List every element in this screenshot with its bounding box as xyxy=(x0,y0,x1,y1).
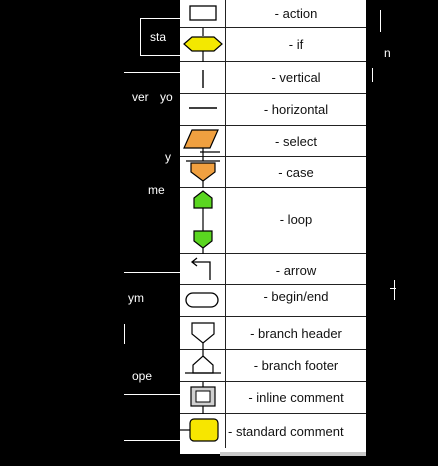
background-rail xyxy=(124,324,125,344)
legend-label: - standard comment xyxy=(228,423,344,439)
case-icon xyxy=(180,157,226,188)
legend-label: - horizontal xyxy=(263,102,329,117)
vertical-icon xyxy=(180,62,226,93)
legend-label: - branch footer xyxy=(253,358,339,373)
background-text-fragment: ope xyxy=(132,369,153,383)
legend-row-begin-end: - begin/end xyxy=(180,285,366,317)
standard-comment-icon xyxy=(180,414,226,448)
legend-label: - select xyxy=(275,133,317,149)
action-icon xyxy=(180,0,226,27)
legend-label: - branch header xyxy=(250,325,342,341)
legend-row-branch-header: - branch header xyxy=(180,317,366,350)
background-text-fragment: me xyxy=(148,183,165,197)
panel-bottom-shadow xyxy=(220,452,366,456)
begin-end-icon xyxy=(180,285,226,316)
if-icon xyxy=(180,28,226,62)
background-text-fragment: yo xyxy=(160,90,173,104)
background-text-fragment: n xyxy=(384,46,391,60)
legend-label: - action xyxy=(274,6,318,21)
legend-row-action: - action xyxy=(180,0,366,28)
background-rail xyxy=(124,440,180,441)
legend-label: - if xyxy=(288,37,304,52)
select-icon xyxy=(180,126,226,157)
background-rail xyxy=(372,68,373,82)
background-text-fragment: sta xyxy=(150,30,167,44)
legend-row-if: - if xyxy=(180,28,366,62)
legend-label: - inline comment xyxy=(248,390,344,405)
legend-row-standard-comment: - standard comment xyxy=(180,414,366,448)
background-text-fragment: ver xyxy=(132,90,149,104)
legend-row-horizontal: - horizontal xyxy=(180,94,366,126)
panel-bottom-edge xyxy=(180,448,366,454)
legend-label: - vertical xyxy=(271,70,321,85)
legend-row-loop: - loop xyxy=(180,188,366,254)
background-rail xyxy=(394,280,395,300)
background-rail xyxy=(380,10,381,32)
background-rail xyxy=(124,72,180,73)
legend-row-inline-comment: - inline comment xyxy=(180,382,366,414)
legend-label: - loop xyxy=(279,212,313,227)
legend-label: - arrow xyxy=(275,263,317,278)
arrow-icon xyxy=(180,254,226,284)
legend-label: - begin/end xyxy=(263,289,329,304)
background-text-fragment: ym xyxy=(128,291,144,305)
background-rail xyxy=(124,272,180,273)
loop-icon xyxy=(180,188,226,254)
legend-panel: - action - if - vertical - horizontal xyxy=(180,0,366,448)
legend-row-arrow: - arrow xyxy=(180,254,366,285)
horizontal-icon xyxy=(180,94,226,125)
branch-footer-icon xyxy=(180,350,226,381)
background-text-fragment: y xyxy=(165,150,171,164)
legend-row-vertical: - vertical xyxy=(180,62,366,94)
legend-row-case: - case xyxy=(180,157,366,188)
inline-comment-icon xyxy=(180,382,226,414)
background-rail xyxy=(390,288,396,289)
legend-label: - case xyxy=(278,164,314,180)
background-rail xyxy=(124,394,180,395)
branch-header-icon xyxy=(180,317,226,350)
legend-row-branch-footer: - branch footer xyxy=(180,350,366,382)
legend-row-select: - select xyxy=(180,126,366,157)
